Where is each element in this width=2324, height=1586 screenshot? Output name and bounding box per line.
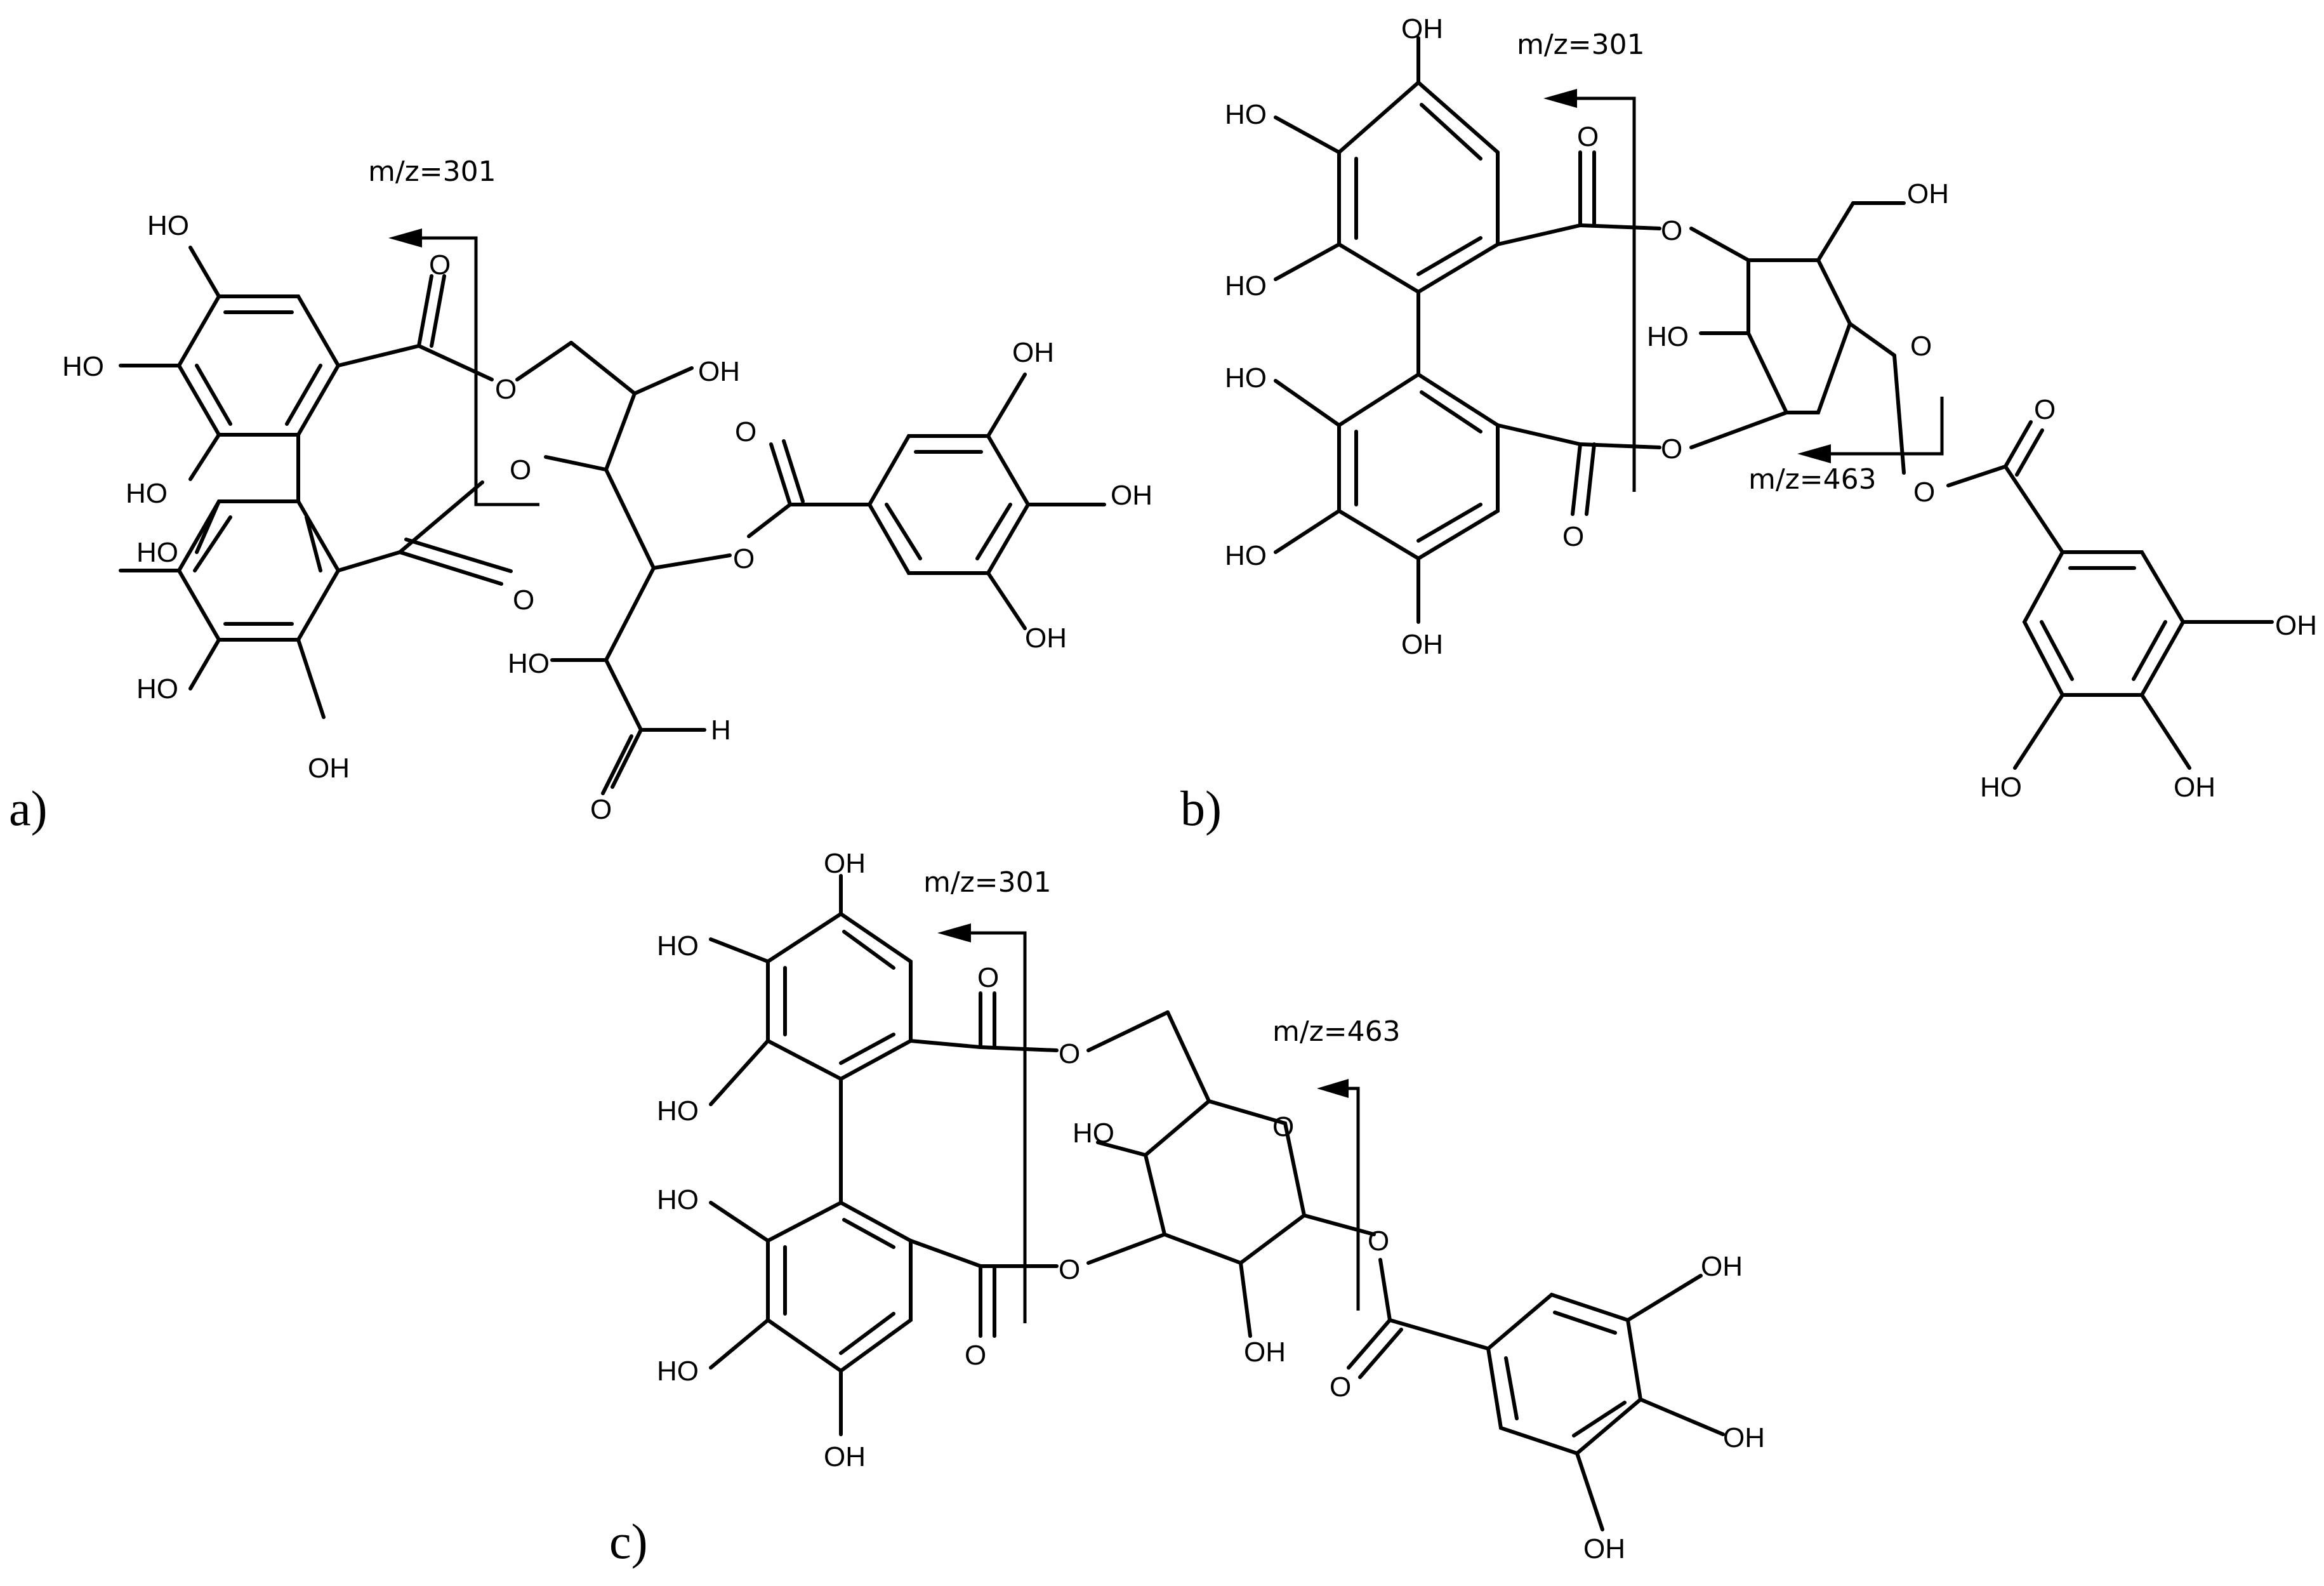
panel-a-atom-labels: HO HO HO HO HO OH O O O O OH O O OH OH O… [62, 210, 1152, 825]
panel-b-atom-label: O [1562, 521, 1584, 552]
panel-c-atom-label: O [1330, 1371, 1351, 1403]
panel-b-label: b) [1180, 781, 1222, 836]
panel-a-atom-label: OH [1111, 480, 1152, 511]
panel-b-annotation-mz463: m/z=463 [1748, 463, 1877, 496]
panel-a-atom-label: OH [308, 753, 350, 784]
panel-b-atom-label: OH [2174, 772, 2215, 803]
panel-c-atom-label: O [1272, 1111, 1294, 1142]
panel-c-annotation-mz463: m/z=463 [1272, 1015, 1401, 1048]
panel-c-atom-label: OH [824, 848, 866, 879]
panel-a-atom-label: OH [1012, 337, 1054, 368]
panel-a-atom-label: OH [698, 356, 740, 387]
panel-b-atom-label: OH [1401, 629, 1443, 660]
panel-b-fragment-arrow-463 [1797, 397, 1944, 463]
panel-a-atom-label: HO [508, 648, 550, 679]
panel-b-atom-label: OH [1907, 178, 1949, 209]
panel-c-atom-label: HO [657, 930, 699, 962]
panel-b-atom-label: HO [1225, 540, 1267, 571]
panel-c-atom-label: HO [1073, 1118, 1114, 1149]
panel-a-atom-label: O [510, 454, 531, 486]
panel-c-atom-label: O [965, 1340, 986, 1371]
panel-c-atom-label: OH [824, 1441, 866, 1472]
panel-c-fragment-arrow-301 [937, 923, 1027, 1323]
panel-b-atom-label: O [1577, 121, 1599, 152]
panel-b: OH HO HO HO HO OH O O O O OH HO O O O OH… [1180, 13, 2317, 836]
panel-a-atom-label: O [513, 585, 534, 616]
panel-a-atom-label: O [495, 374, 517, 405]
panel-c-atom-label: HO [657, 1356, 699, 1387]
panel-c-atom-label: O [1059, 1038, 1080, 1069]
panel-b-atom-label: HO [1980, 772, 2022, 803]
panel-b-atom-label: O [1661, 215, 1682, 246]
panel-c-annotation-mz301: m/z=301 [923, 866, 1052, 899]
panel-b-atom-label: HO [1647, 321, 1689, 352]
panel-a-atom-label: O [735, 416, 756, 447]
panel-b-atom-label: OH [1401, 13, 1443, 44]
panel-c-label: c) [609, 1514, 648, 1569]
panel-c-atom-label: O [1368, 1226, 1389, 1257]
panel-c: OH HO HO HO HO OH O O O O HO O OH O O OH… [609, 848, 1765, 1569]
panel-a-bonds [119, 246, 1106, 795]
panel-b-atom-label: O [1913, 477, 1935, 508]
panel-c-atom-labels: OH HO HO HO HO OH O O O O HO O OH O O OH… [657, 848, 1765, 1564]
panel-a-annotation-mz301: m/z=301 [368, 155, 496, 188]
panel-c-bonds [709, 874, 1725, 1531]
panel-a-atom-label: H [711, 715, 731, 746]
panel-a: HO HO HO HO HO OH O O O O OH O O OH OH O… [9, 155, 1152, 836]
panel-a-atom-label: O [590, 794, 612, 825]
panel-c-atom-label: OH [1244, 1337, 1286, 1368]
panel-a-atom-label: O [429, 249, 451, 281]
panel-c-fragment-arrow-463 [1317, 1079, 1360, 1311]
panel-c-atom-label: OH [1701, 1251, 1743, 1282]
panel-a-atom-label: HO [136, 673, 178, 704]
panel-b-atom-label: O [1910, 331, 1932, 362]
panel-c-atom-label: HO [657, 1095, 699, 1127]
panel-c-atom-label: OH [1723, 1422, 1765, 1453]
panel-c-atom-label: OH [1583, 1533, 1625, 1564]
panel-a-fragment-arrow [388, 228, 539, 506]
panel-c-atom-label: O [1059, 1254, 1080, 1285]
panel-a-atom-label: O [733, 543, 755, 574]
panel-b-fragment-arrow-301 [1543, 89, 1636, 492]
panel-b-atom-labels: OH HO HO HO HO OH O O O O OH HO O O O OH… [1225, 13, 2317, 803]
panel-c-atom-label: HO [657, 1184, 699, 1215]
panel-a-label: a) [9, 781, 48, 836]
panel-a-atom-label: HO [126, 478, 168, 509]
panel-a-atom-label: HO [136, 537, 178, 568]
panel-b-atom-label: HO [1225, 270, 1267, 301]
panel-b-atom-label: HO [1225, 99, 1267, 130]
panel-b-atom-label: O [1661, 433, 1682, 465]
panel-a-atom-label: OH [1025, 623, 1067, 654]
panel-b-atom-label: OH [2275, 610, 2317, 641]
panel-a-atom-label: HO [62, 351, 104, 382]
panel-c-atom-label: O [977, 962, 999, 993]
panel-b-annotation-mz301: m/z=301 [1517, 29, 1645, 61]
panel-b-atom-label: O [2034, 394, 2056, 425]
panel-b-atom-label: HO [1225, 362, 1267, 393]
panel-a-atom-label: HO [147, 210, 189, 241]
